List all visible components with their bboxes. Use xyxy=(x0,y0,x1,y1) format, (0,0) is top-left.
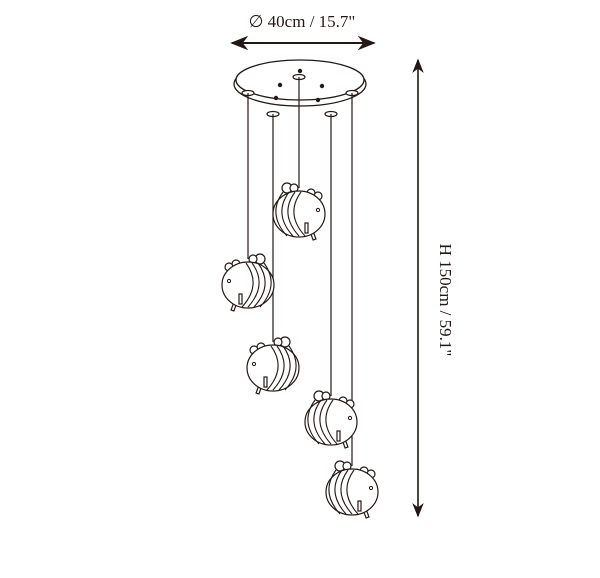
bee-shade xyxy=(304,390,358,449)
cords xyxy=(247,77,353,466)
diameter-label: ∅ 40cm / 15.7" xyxy=(249,12,356,31)
height-label: H 150cm / 59.1" xyxy=(436,244,455,357)
bee-shade xyxy=(246,336,300,395)
bee-shade xyxy=(272,182,326,241)
bee-shades xyxy=(221,182,379,519)
screw-dot xyxy=(319,83,325,89)
screw-dot xyxy=(273,95,279,101)
screw-dot xyxy=(297,68,303,74)
bee-shade xyxy=(221,253,275,312)
screw-dot xyxy=(277,82,283,88)
bee-shade xyxy=(325,460,379,519)
ceiling-canopy xyxy=(233,59,367,118)
screw-dot xyxy=(315,97,321,103)
